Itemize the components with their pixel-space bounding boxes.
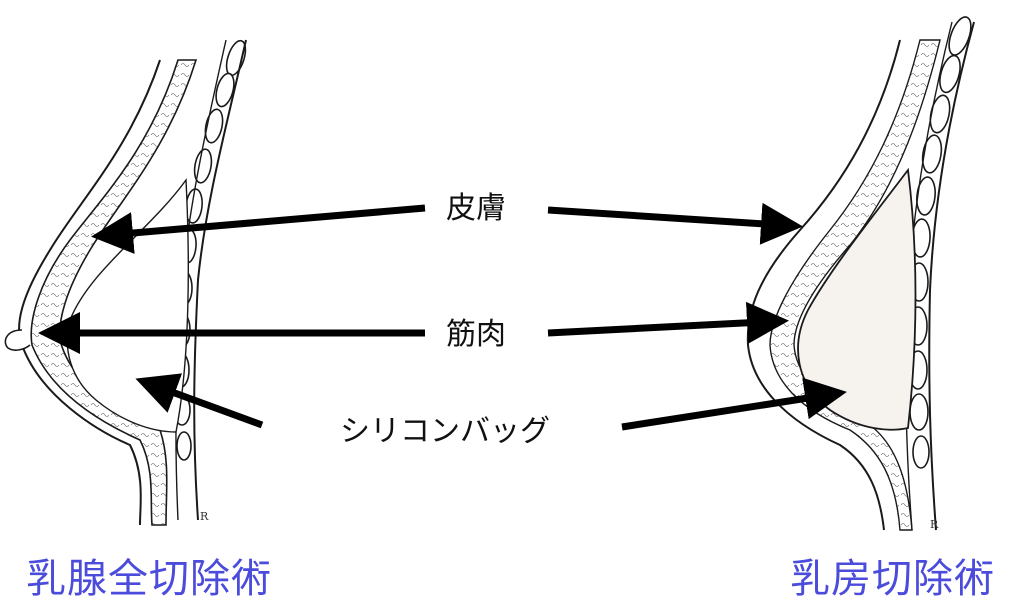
left-nipple bbox=[4, 329, 31, 351]
arrow-muscle-right bbox=[547, 301, 789, 344]
arrow-skin-right bbox=[547, 202, 803, 245]
label-skin: 皮膚 bbox=[446, 191, 506, 226]
pointer-arrows bbox=[38, 202, 847, 431]
right-drawing-mark: R bbox=[930, 518, 939, 531]
left-chest-wall bbox=[193, 39, 247, 521]
arrow-implant-left bbox=[135, 373, 264, 429]
right-chest-wall bbox=[928, 21, 975, 531]
arrow-skin-left bbox=[91, 204, 426, 254]
label-silicone-bag: シリコンバッグ bbox=[340, 414, 550, 449]
left-implant-pocket bbox=[66, 177, 189, 433]
left-anatomy-drawing: R bbox=[4, 39, 247, 526]
label-muscle: 筋肉 bbox=[446, 317, 506, 352]
right-anatomy-drawing: R bbox=[746, 16, 975, 531]
left-drawing-mark: R bbox=[200, 510, 209, 523]
left-soft-tissue-band bbox=[30, 59, 198, 526]
caption-left-procedure: 乳腺全切除術 bbox=[26, 556, 272, 602]
caption-right-procedure: 乳房切除術 bbox=[790, 556, 995, 602]
arrow-implant-right bbox=[621, 377, 847, 431]
